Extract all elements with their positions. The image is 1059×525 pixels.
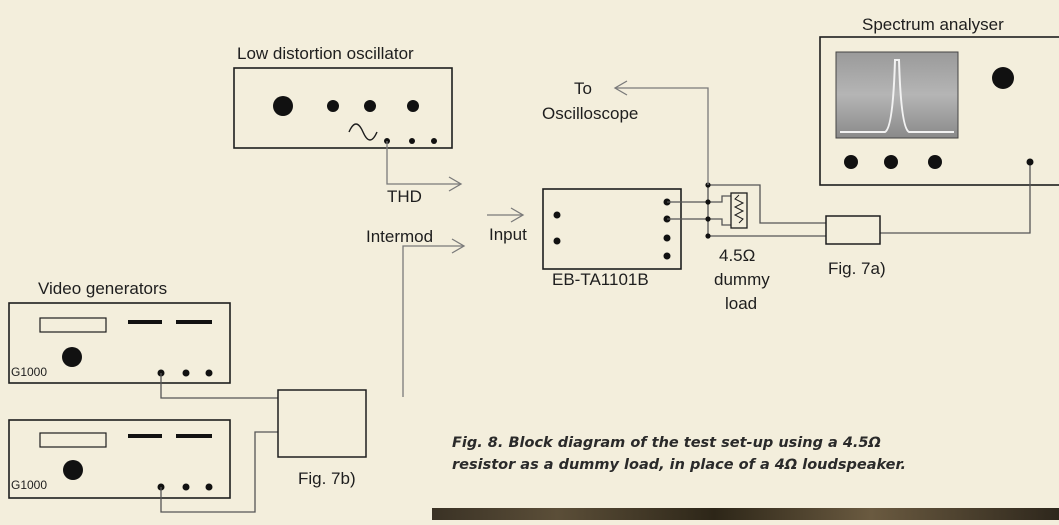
generator-1-indicator <box>128 320 162 324</box>
generator-1-box <box>8 302 231 384</box>
generator-1-display <box>39 317 107 333</box>
amplifier-terminal <box>663 234 671 242</box>
generator-2-indicator <box>176 434 212 438</box>
analyser-screen <box>835 51 959 139</box>
load-value-label: 4.5Ω <box>719 246 756 265</box>
spectrum-analyser-box <box>819 36 1059 186</box>
intermod-arrow <box>402 238 466 397</box>
oscillator-button <box>364 100 376 112</box>
oscillator-terminal <box>409 138 415 144</box>
load-word-label: load <box>725 294 758 313</box>
analyser-button <box>884 155 898 169</box>
analyser-knob <box>992 67 1014 89</box>
analyser-button <box>844 155 858 169</box>
oscilloscope-arrow <box>613 80 709 185</box>
intermod-label: Intermod <box>366 227 434 246</box>
video-generators-label: Video generators <box>38 279 168 298</box>
fig7a-box <box>825 215 881 245</box>
spectrum-trace <box>840 59 954 133</box>
generator-1-terminal <box>205 369 213 377</box>
generator-wiring <box>160 373 278 513</box>
dummy-load-resistor <box>730 192 748 229</box>
generator-1-terminal <box>182 369 190 377</box>
analyser-button <box>928 155 942 169</box>
video-generator-2 <box>8 419 231 499</box>
amplifier-input-terminal <box>553 237 561 245</box>
caption-line-1: Fig. 8. Block diagram of the test set-up… <box>452 435 881 451</box>
amplifier-box <box>542 188 682 270</box>
photo-edge <box>432 508 1059 520</box>
sine-wave-icon <box>348 123 378 141</box>
generator-2-model-label: G1000 <box>11 478 48 492</box>
load-dummy-label: dummy <box>714 270 770 289</box>
to-label: To <box>574 79 592 98</box>
caption-line-2: resistor as a dummy load, in place of a … <box>452 457 907 473</box>
input-label: Input <box>489 225 527 244</box>
video-generator-1 <box>8 302 231 384</box>
oscillator-button <box>407 100 419 112</box>
generator-2-knob <box>63 460 83 480</box>
generator-2-terminal <box>205 483 213 491</box>
oscillator-knob <box>273 96 293 116</box>
input-arrow <box>487 207 525 223</box>
output-wiring <box>667 162 1031 237</box>
amplifier-label: EB-TA1101B <box>552 270 649 289</box>
oscilloscope-label: Oscilloscope <box>542 104 639 123</box>
amplifier-eb-ta1101b <box>542 188 682 270</box>
generator-2-terminal <box>182 483 190 491</box>
spectrum-analyser-label: Spectrum analyser <box>862 15 1004 34</box>
figure-caption: Fig. 8. Block diagram of the test set-up… <box>452 432 1012 476</box>
amplifier-terminal <box>663 252 671 260</box>
low-distortion-oscillator <box>233 67 453 149</box>
oscillator-label: Low distortion oscillator <box>237 44 414 63</box>
generator-1-model-label: G1000 <box>11 365 48 379</box>
generator-1-knob <box>62 347 82 367</box>
generator-2-indicator <box>128 434 162 438</box>
terminal-dots <box>705 158 1034 239</box>
fig7b-label: Fig. 7b) <box>298 469 356 488</box>
amplifier-input-terminal <box>553 211 561 219</box>
oscillator-box <box>233 67 453 149</box>
oscillator-button <box>327 100 339 112</box>
fig7b-box <box>277 389 367 458</box>
spectrum-analyser <box>819 36 1059 186</box>
fig7a-label: Fig. 7a) <box>828 259 886 278</box>
thd-arrow <box>386 141 463 192</box>
generator-2-display <box>39 432 107 448</box>
oscillator-terminal <box>431 138 437 144</box>
generator-2-box <box>8 419 231 499</box>
thd-label: THD <box>387 187 422 206</box>
generator-1-indicator <box>176 320 212 324</box>
